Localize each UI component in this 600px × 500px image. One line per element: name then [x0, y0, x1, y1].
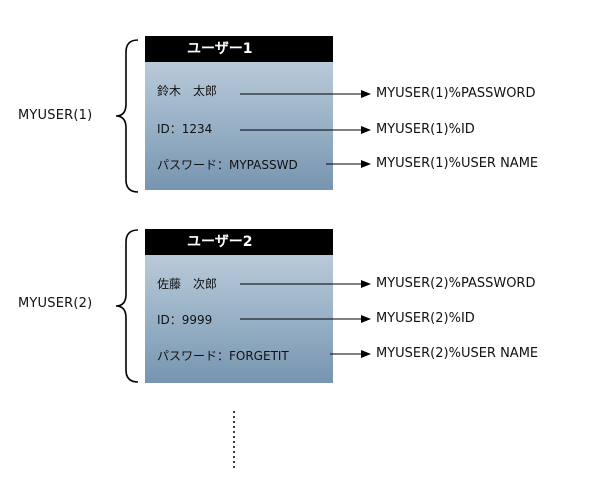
user-card-1-body: 鈴木 太郎 ID：1234 パスワード：MYPASSWD	[145, 62, 333, 190]
field-id: ID：9999	[157, 313, 213, 327]
field-password: パスワード：MYPASSWD	[157, 158, 298, 172]
target-label: MYUSER(1)%ID	[376, 122, 475, 137]
curly-brace-icon	[115, 229, 139, 383]
field-password: パスワード：FORGETIT	[157, 349, 289, 363]
target-label: MYUSER(2)%USER NAME	[376, 346, 539, 361]
field-name: 佐藤 次郎	[157, 277, 218, 291]
group-label-myuser-1: MYUSER(1)	[18, 108, 93, 123]
curly-brace-icon	[115, 39, 139, 193]
target-label: MYUSER(1)%PASSWORD	[376, 86, 536, 101]
user-card-1-header: ユーザー1	[145, 36, 333, 62]
target-label: MYUSER(2)%PASSWORD	[376, 276, 536, 291]
field-id: ID：1234	[157, 122, 213, 136]
group-label-myuser-2: MYUSER(2)	[18, 296, 93, 311]
vertical-ellipsis-icon	[233, 411, 235, 468]
user-card-1: ユーザー1 鈴木 太郎 ID：1234 パスワード：MYPASSWD	[145, 36, 333, 190]
target-label: MYUSER(2)%ID	[376, 311, 475, 326]
target-label: MYUSER(1)%USER NAME	[376, 156, 539, 171]
user-card-2-header: ユーザー2	[145, 229, 333, 255]
field-name: 鈴木 太郎	[157, 84, 218, 98]
